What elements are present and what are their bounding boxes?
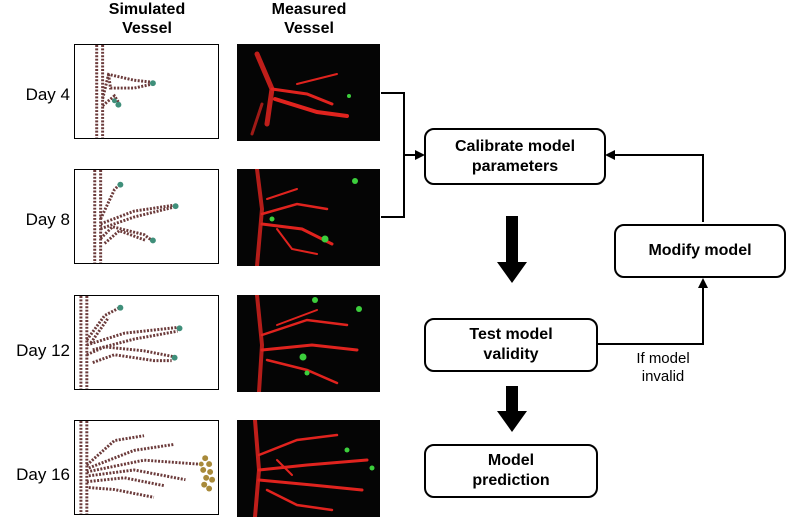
modify-model-box: Modify model <box>614 224 786 278</box>
big-arrow-calibrate-to-test <box>497 216 527 283</box>
calibrate-model-box: Calibrate model parameters <box>424 128 606 185</box>
day-label-4: Day 4 <box>25 85 70 104</box>
model-prediction-box: Model prediction <box>424 444 598 498</box>
bracket-day4 <box>381 92 405 218</box>
if-model-invalid-note: If model invalid <box>636 350 690 385</box>
day-label-8: Day 8 <box>25 210 70 229</box>
big-arrow-test-to-prediction <box>497 386 527 432</box>
day-label-12: Day 12 <box>16 341 70 360</box>
measured-vessel-day4 <box>237 44 380 141</box>
measured-vessel-day12 <box>237 295 380 392</box>
day-label-16: Day 16 <box>16 465 70 484</box>
simulated-vessel-day4 <box>74 44 219 139</box>
simulated-vessel-day8 <box>74 169 219 264</box>
arrow-test-to-modify <box>598 278 708 345</box>
measured-vessel-header: Measured Vessel <box>271 1 347 37</box>
simulated-vessel-header: Simulated Vessel <box>108 1 186 37</box>
arrow-modify-to-calibrate <box>605 150 704 222</box>
simulated-vessel-day16 <box>74 420 219 515</box>
test-model-box: Test model validity <box>424 318 598 372</box>
measured-vessel-day8 <box>237 169 380 266</box>
measured-vessel-day16 <box>237 420 380 517</box>
simulated-vessel-day12 <box>74 295 219 390</box>
